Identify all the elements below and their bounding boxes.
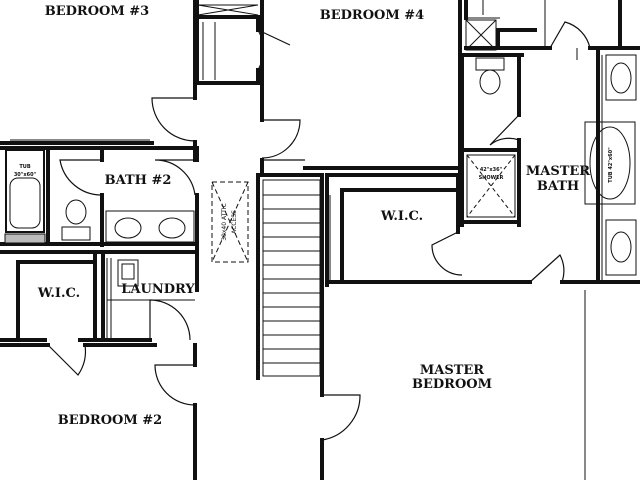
label-attic-line2: ACCESS xyxy=(231,210,238,234)
attic-access xyxy=(211,181,249,263)
fixtures xyxy=(4,19,637,340)
toilet-bath2 xyxy=(65,199,87,225)
bathtub-left xyxy=(5,149,45,233)
toilet-master xyxy=(479,69,501,95)
label-master-bath-line2: BATH xyxy=(537,179,579,194)
label-laundry: LAUNDRY xyxy=(121,282,195,297)
staircase xyxy=(262,179,321,377)
label-shower-line2: SHOWER xyxy=(479,175,504,181)
label-bedroom4: BEDROOM #4 xyxy=(320,8,424,23)
shower xyxy=(466,154,516,218)
door-swings xyxy=(47,21,591,441)
label-master-bath-line1: MASTER xyxy=(526,164,590,179)
label-shower-line1: 42"x36" xyxy=(480,167,503,173)
label-master-bedroom-line1: MASTER xyxy=(420,363,484,378)
label-bath2: BATH #2 xyxy=(105,173,172,188)
label-tub-left-line2: 30"x60" xyxy=(14,172,37,178)
label-tub-master: TUB 42"x60" xyxy=(608,147,614,183)
label-tub-left-line1: TUB xyxy=(19,164,30,170)
label-wic-left: W.I.C. xyxy=(37,286,80,301)
label-attic-line1: 30x40 ATTIC xyxy=(221,203,228,241)
label-master-bedroom-line2: BEDROOM xyxy=(412,377,492,392)
label-bedroom2: BEDROOM #2 xyxy=(58,413,162,428)
sink-master-top xyxy=(605,54,637,101)
vanity-bath2 xyxy=(105,210,195,243)
label-bedroom3: BEDROOM #3 xyxy=(45,4,149,19)
laundry-sink xyxy=(117,259,139,287)
thin-lines xyxy=(10,0,603,480)
sink-master-bottom xyxy=(605,219,637,276)
label-wic-master: W.I.C. xyxy=(380,209,423,224)
bathtub-master xyxy=(584,121,636,205)
